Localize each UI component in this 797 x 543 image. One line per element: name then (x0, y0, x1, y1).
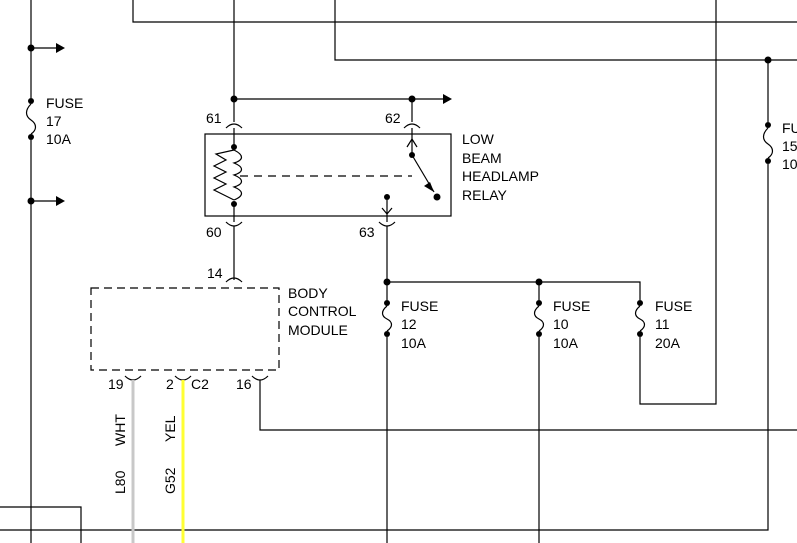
fuse-17-symbol (25, 98, 37, 140)
fuse-17-label-3: 10A (46, 131, 72, 147)
body-control-module (90, 287, 280, 381)
fuse-15-label-3: 10 (782, 156, 797, 172)
fuse-11-symbol (634, 0, 717, 405)
bcm-label-1: BODY (288, 285, 328, 301)
relay-pin-60: 60 (206, 224, 222, 240)
headlamp-relay (204, 123, 452, 227)
top-wires (132, 0, 797, 122)
fuse-11-label-2: 11 (655, 316, 670, 332)
relay-pin-61: 61 (206, 110, 222, 126)
fuse-bus (381, 0, 717, 543)
wht-color-label: WHT (112, 414, 128, 446)
fuse-17-label-1: FUSE (46, 95, 83, 111)
bcm-pin-14: 14 (207, 265, 223, 281)
bcm-connector-c2: C2 (191, 376, 209, 392)
bcm-label-2: CONTROL (288, 303, 357, 319)
fuse-12-symbol (381, 300, 393, 543)
left-bus (25, 0, 65, 543)
relay-label-4: RELAY (462, 187, 508, 203)
right-bus (0, 56, 774, 531)
bottom-left-wire (0, 506, 82, 543)
bcm-pin-14-connector (225, 277, 243, 283)
fuse-12-label-1: FUSE (401, 298, 438, 314)
yel-circuit-label: G52 (162, 467, 178, 494)
fuse-15-label-2: 15 (782, 138, 797, 154)
relay-label-1: LOW (462, 131, 495, 147)
bcm-label-3: MODULE (288, 322, 348, 338)
fuse-11-label-3: 20A (655, 335, 681, 351)
fuse-15-label-1: FU (782, 120, 797, 136)
fuse-10-label-3: 10A (553, 335, 579, 351)
relay-label-3: HEADLAMP (462, 168, 539, 184)
relay-label-2: BEAM (462, 150, 502, 166)
fuse-12-label-2: 12 (401, 316, 417, 332)
wire-pin-16 (259, 380, 797, 431)
yel-color-label: YEL (162, 415, 178, 442)
fuse-10-label-2: 10 (553, 316, 569, 332)
bcm-pin-19: 19 (108, 376, 124, 392)
fuse-10-label-1: FUSE (553, 298, 590, 314)
fuse-12-label-3: 10A (401, 335, 427, 351)
fuse-17-label-2: 17 (46, 113, 62, 129)
wht-circuit-label: L80 (112, 470, 128, 494)
bcm-pin-16: 16 (236, 376, 252, 392)
fuse-10-symbol (533, 300, 545, 543)
relay-pin-63: 63 (359, 224, 375, 240)
bcm-pin-2: 2 (166, 376, 174, 392)
fuse-11-label-1: FUSE (655, 298, 692, 314)
relay-pin-62: 62 (385, 110, 401, 126)
